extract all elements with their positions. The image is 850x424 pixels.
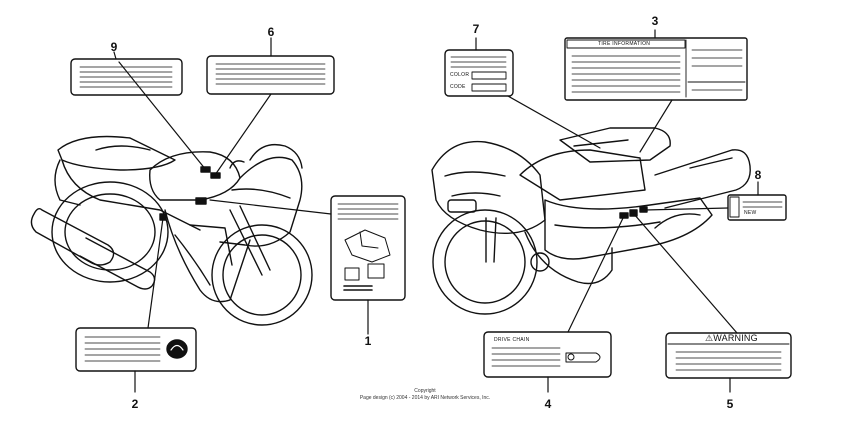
label-card-6 (206, 55, 335, 95)
tire-information-label: TIRE INFORMATION (598, 41, 651, 47)
callout-7[interactable]: 7 (472, 22, 480, 36)
label-card-5 (665, 332, 792, 379)
callout-8[interactable]: 8 (754, 168, 762, 182)
color-label: COLOR (450, 72, 470, 78)
callout-5[interactable]: 5 (726, 397, 734, 411)
callout-3[interactable]: 3 (651, 14, 659, 28)
page-design-text: Page design (c) 2004 - 2014 by ARI Netwo… (359, 395, 491, 401)
code-label: CODE (450, 84, 466, 90)
label-card-9 (70, 58, 183, 96)
label-card-8 (727, 194, 787, 221)
warning-label: ⚠WARNING (705, 333, 758, 343)
left-motorcycle (30, 135, 313, 326)
leader-lines (113, 29, 759, 393)
label-card-1 (330, 195, 406, 301)
callout-6[interactable]: 6 (267, 25, 275, 39)
label-card-3 (564, 37, 748, 101)
callout-1[interactable]: 1 (364, 334, 372, 348)
callout-9[interactable]: 9 (110, 40, 118, 54)
callout-2[interactable]: 2 (131, 397, 139, 411)
new-label: NEW (744, 210, 757, 216)
label-card-7 (444, 49, 514, 97)
label-card-2 (75, 327, 197, 372)
right-motorcycle (431, 127, 751, 315)
callout-4[interactable]: 4 (544, 397, 552, 411)
drive-chain-label: DRIVE CHAIN (494, 337, 530, 343)
copyright-text: Copyright (414, 388, 436, 394)
